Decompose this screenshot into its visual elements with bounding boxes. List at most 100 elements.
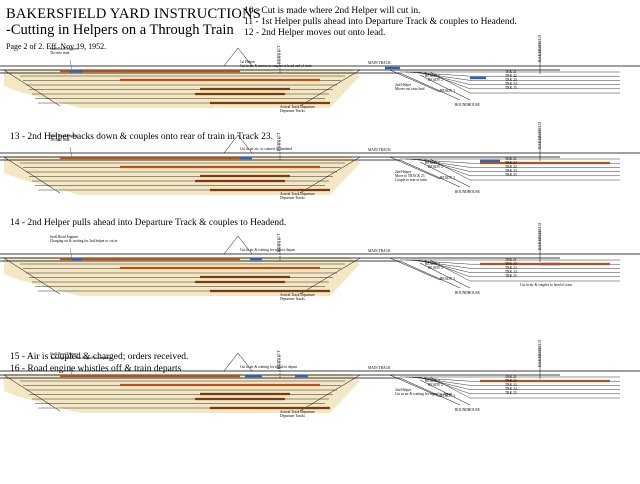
helper-note-1: Cut in air & waiting for train to depart (240, 248, 296, 252)
departure-ladder (417, 376, 471, 390)
departure-ladder (429, 71, 471, 94)
departure-ladder (423, 259, 471, 277)
ready-3-label: READY 3 (440, 394, 455, 398)
departure-ladder (429, 376, 471, 399)
ready-2-label: READY 2 (428, 165, 443, 169)
ready-track (419, 379, 471, 406)
note-leader-line (69, 364, 73, 376)
title-line-2: -Cutting in Helpers on a Through Train (6, 22, 234, 38)
ready-1-label: READY 1 (425, 262, 440, 266)
helper-note-1: 1st Helper Cut in air & moves to coupler… (240, 60, 312, 68)
trk24-label: TRK 24 (505, 169, 517, 173)
roundhouse-lead (399, 260, 461, 289)
ready-track (389, 374, 441, 398)
step-12: 12 - 2nd Helper moves out onto lead. (244, 28, 386, 38)
ready-track (389, 257, 441, 281)
departure-ladder (411, 71, 471, 81)
roundhouse-label: ROUNDHOUSE (455, 291, 480, 295)
roundhouse-lead (399, 159, 461, 188)
departure-ladder (429, 259, 471, 282)
departure-ladder (423, 376, 471, 394)
ladder-track (3, 257, 61, 295)
ready-3-label: READY 3 (440, 277, 455, 281)
road-engine-note: Stuff Road Engines Tie onto train (50, 134, 79, 142)
trk23-label: TRK 23 (505, 266, 517, 270)
departure-ladder (417, 71, 471, 85)
roundhouse-label: ROUNDHOUSE (455, 103, 480, 107)
helper-note-2: 2nd Helper Cut in air & waiting for sign… (395, 388, 453, 396)
bakersfield-label: BAKERSFIELD (537, 339, 542, 367)
ready-track (419, 74, 471, 101)
main-track-label: MAIN TRACK (368, 61, 391, 65)
ready-3-label: READY 3 (440, 89, 455, 93)
bakersfield-label: BAKERSFIELD (537, 121, 542, 149)
yard-small-note: Arrival Track Departure Departure Tracks (280, 105, 315, 113)
panel-caption: 13 - 2nd Helper backs down & couples ont… (10, 132, 274, 142)
trk25-label: TRK 25 (505, 86, 517, 90)
trk23-label: TRK 23 (505, 78, 517, 82)
bakersfield-label: BAKERSFIELD (537, 34, 542, 62)
ready-1-label: READY 1 (425, 161, 440, 165)
road-engine-note: Stuff Road Engines Charging air & waitin… (50, 235, 118, 243)
trk23-label: TRK 23 (505, 383, 517, 387)
kern-jct-label: KERN JCT (276, 132, 281, 151)
trk24-label: TRK 24 (505, 270, 517, 274)
track-diagram (0, 347, 640, 413)
kern-jct-label: KERN JCT (276, 350, 281, 369)
main-track-label: MAIN TRACK (368, 148, 391, 152)
ready-1-label: READY 1 (425, 379, 440, 383)
yard-area (4, 374, 360, 413)
wye-track (223, 352, 253, 372)
helper-note-2: 2nd Helper Move to TRACK 23 Couple to re… (395, 170, 427, 182)
track-diagram (0, 129, 640, 195)
ladder-track (299, 374, 361, 412)
main-track-label: MAIN TRACK (368, 366, 391, 370)
roundhouse-label: ROUNDHOUSE (455, 190, 480, 194)
kern-jct-label: KERN JCT (276, 233, 281, 252)
trk24-label: TRK 24 (505, 387, 517, 391)
trk22-label: TRK 22 (505, 74, 517, 78)
departure-ladder (417, 158, 471, 172)
track-diagram (0, 230, 640, 296)
note-leader-line (69, 59, 73, 71)
panel-caption: 14 - 2nd Helper pulls ahead into Departu… (10, 218, 287, 228)
yard-small-note: Arrival Track Departure Departure Tracks (280, 410, 315, 418)
ladder-track (299, 257, 361, 295)
departure-ladder (423, 158, 471, 176)
trk21-label: TRK 21 (505, 258, 517, 262)
note-leader-line (69, 146, 73, 158)
departure-ladder (417, 259, 471, 273)
title-line-1: BAKERSFIELD YARD INSTRUCTIONS (6, 6, 262, 22)
departure-ladder (411, 259, 471, 269)
trk25-label: TRK 25 (505, 391, 517, 395)
ladder-track (3, 69, 61, 107)
step-10: 10 - Cut is made where 2nd Helper will c… (244, 6, 421, 16)
kern-jct-label: KERN JCT (276, 45, 281, 64)
trk21-label: TRK 21 (505, 157, 517, 161)
ready-track (389, 69, 441, 93)
trk24-label: TRK 24 (505, 82, 517, 86)
departure-ladder (423, 71, 471, 89)
ladder-track (299, 156, 361, 194)
ready-3-label: READY 3 (440, 176, 455, 180)
ready-2-label: READY 2 (428, 383, 443, 387)
yard-diagram-panel: Stuff Road Engines Tie onto train 1st Hel… (0, 35, 640, 140)
helper-note-1: Cut in air etc. to connect to headend (240, 147, 292, 151)
wye-track (223, 235, 253, 255)
trk21-label: TRK 21 (505, 70, 517, 74)
step-11: 11 - 1st Helper pulls ahead into Departu… (244, 17, 517, 27)
main-track-label: MAIN TRACK (368, 249, 391, 253)
ladder-track (3, 156, 61, 194)
ready-2-label: READY 2 (428, 78, 443, 82)
bakersfield-label: BAKERSFIELD (537, 222, 542, 250)
helper-note-2: 2nd Helper Moves out onto lead (395, 83, 425, 91)
panel-caption: 15 - Air is coupled & charged; orders re… (10, 352, 189, 362)
helper-note-3: Cut in air & couples to head of train (520, 283, 572, 287)
trk25-label: TRK 25 (505, 173, 517, 177)
yard-area (4, 69, 360, 108)
ladder-track (299, 69, 361, 107)
yard-area (4, 257, 360, 296)
trk25-label: TRK 25 (505, 274, 517, 278)
yard-diagram-panel: Stuff Road Engines Charging air & waitin… (0, 223, 640, 328)
